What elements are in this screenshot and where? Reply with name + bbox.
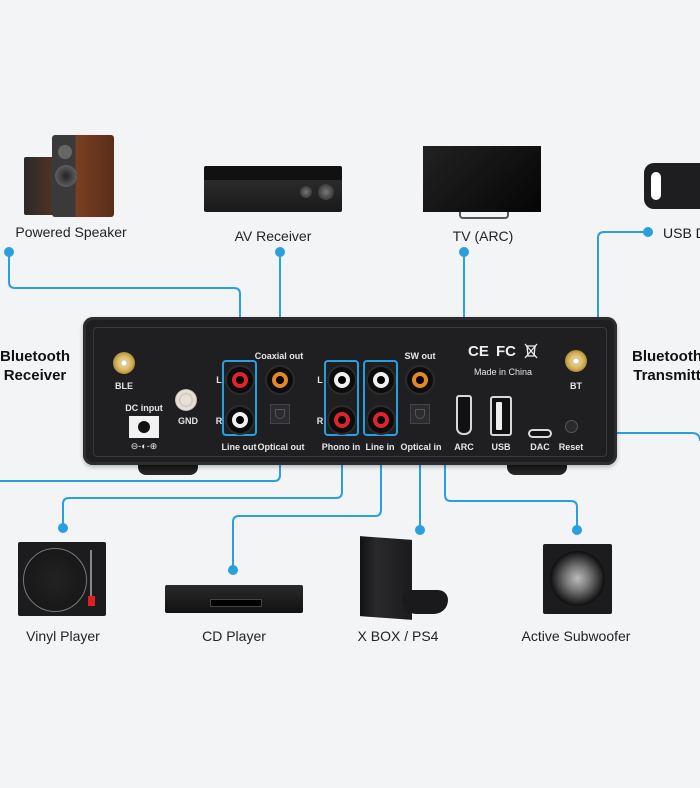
optical-in-port[interactable] xyxy=(410,404,430,424)
tv-image xyxy=(423,146,541,219)
cd-player-label: CD Player xyxy=(202,628,266,644)
ce-mark-icon: CE xyxy=(468,343,489,360)
line-in-r-jack[interactable] xyxy=(368,407,394,433)
wire-optical-out-left xyxy=(0,425,281,482)
reset-label: Reset xyxy=(558,442,584,452)
usb-dongle-label: USB D xyxy=(663,225,700,241)
phono-in-label: Phono in xyxy=(321,442,361,452)
arc-label: ARC xyxy=(454,442,474,452)
av-receiver-image xyxy=(204,166,342,212)
hub-device-rear-panel xyxy=(83,317,617,465)
gnd-label: GND xyxy=(178,416,198,426)
console-label: X BOX / PS4 xyxy=(357,628,439,644)
wire-dot-cd xyxy=(228,565,238,575)
gnd-terminal[interactable] xyxy=(175,389,197,411)
line-in-highlight xyxy=(363,360,398,436)
wire-line-in-cd xyxy=(232,435,382,570)
dc-input-jack[interactable] xyxy=(129,416,159,438)
phono-in-l-label: L xyxy=(317,375,323,385)
line-out-l-jack[interactable] xyxy=(227,367,253,393)
usb-port[interactable] xyxy=(490,396,512,436)
wire-phono-in-vinyl xyxy=(62,435,343,528)
wire-dot-subwoofer xyxy=(572,525,582,535)
phono-in-r-jack[interactable] xyxy=(329,407,355,433)
sw-out-label: SW out xyxy=(404,351,436,361)
made-in-china-label: Made in China xyxy=(473,367,533,377)
vinyl-player-image xyxy=(18,542,106,616)
dc-polarity-symbol: ⊖-◐-⊕ xyxy=(130,441,158,451)
usb-label: USB xyxy=(491,442,511,452)
phono-in-l-jack[interactable] xyxy=(329,367,355,393)
ble-antenna-connector[interactable] xyxy=(113,352,135,374)
tv-label: TV (ARC) xyxy=(452,228,514,244)
av-receiver-label: AV Receiver xyxy=(234,228,312,244)
bluetooth-transmitter-text: Bluetooth Transmitt xyxy=(632,348,700,384)
wire-dot-console xyxy=(415,525,425,535)
bt-antenna-connector[interactable] xyxy=(565,350,587,372)
wire-dot-powered-speaker xyxy=(4,247,14,257)
coaxial-out-jack[interactable] xyxy=(267,367,293,393)
sw-out-jack[interactable] xyxy=(407,367,433,393)
bluetooth-transmitter-label: Bluetooth Transmitt xyxy=(632,347,700,385)
subwoofer-image xyxy=(543,544,612,614)
device-foot-left xyxy=(138,463,198,475)
reset-button[interactable] xyxy=(565,420,578,433)
line-out-l-label: L xyxy=(216,375,222,385)
powered-speaker-image xyxy=(24,135,116,217)
optical-out-port[interactable] xyxy=(270,404,290,424)
line-in-l-jack[interactable] xyxy=(368,367,394,393)
line-out-label: Line out xyxy=(221,442,257,452)
wire-dot-usb-dongle xyxy=(643,227,653,237)
line-out-r-label: R xyxy=(215,416,223,426)
coaxial-out-label: Coaxial out xyxy=(254,351,304,361)
powered-speaker-label: Powered Speaker xyxy=(15,224,127,240)
line-out-highlight xyxy=(222,360,257,436)
phono-in-r-label: R xyxy=(316,416,324,426)
ble-label: BLE xyxy=(115,381,133,391)
hdmi-arc-port[interactable] xyxy=(456,395,472,435)
wire-dot-tv xyxy=(459,247,469,257)
subwoofer-label: Active Subwoofer xyxy=(521,628,631,644)
console-image xyxy=(360,536,450,620)
wire-dot-av-receiver xyxy=(275,247,285,257)
optical-in-label: Optical in xyxy=(400,442,442,452)
device-panel-inner xyxy=(93,327,607,457)
device-foot-right xyxy=(507,463,567,475)
wire-powered-speaker-line-out xyxy=(8,252,241,366)
optical-out-label: Optical out xyxy=(257,442,305,452)
bluetooth-receiver-text: Bluetooth Receiver xyxy=(0,348,70,384)
line-out-r-jack[interactable] xyxy=(227,407,253,433)
cd-player-image xyxy=(165,585,303,613)
bt-label: BT xyxy=(570,381,582,391)
dac-label: DAC xyxy=(530,442,550,452)
dac-usb-c-port[interactable] xyxy=(528,429,552,438)
dc-input-label: DC input xyxy=(125,403,163,413)
fcc-mark-icon: FC xyxy=(496,343,516,360)
usb-dongle-image xyxy=(644,163,700,209)
phono-in-highlight xyxy=(324,360,359,436)
wire-dot-vinyl xyxy=(58,523,68,533)
line-in-label: Line in xyxy=(365,442,395,452)
weee-bin-icon xyxy=(524,343,538,359)
bluetooth-receiver-label: Bluetooth Receiver xyxy=(0,347,70,385)
vinyl-player-label: Vinyl Player xyxy=(26,628,100,644)
